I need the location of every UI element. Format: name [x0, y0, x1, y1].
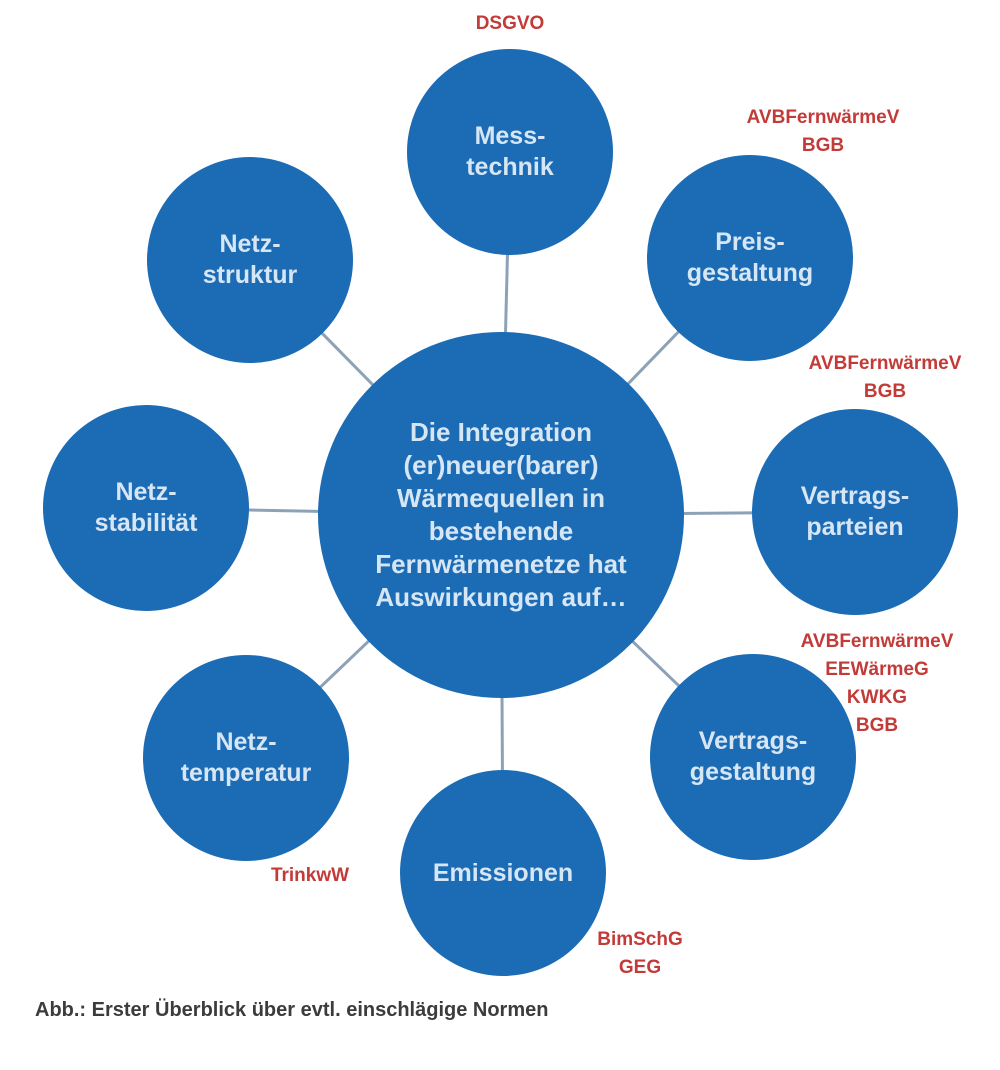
law-label-vertragsgestaltung: AVBFernwärmeV EEWärmeG KWKG BGB — [800, 631, 954, 736]
node-vertragsgestaltung: Vertrags- gestaltung — [650, 654, 856, 860]
law-label-trinkww: TrinkwW — [270, 865, 350, 886]
node-central-statement: Die Integration (er)neuer(barer) Wärmequ… — [318, 332, 684, 698]
law-label-preisgestaltung: AVBFernwärmeV BGB — [746, 107, 900, 156]
law-label-bimschg-geg: BimSchG GEG — [597, 929, 683, 978]
figure-caption: Abb.: Erster Überblick über evtl. einsch… — [35, 999, 549, 1021]
node-netztemperatur: Netz- temperatur — [143, 655, 349, 861]
node-vertragsparteien: Vertrags- parteien — [752, 409, 958, 615]
law-label-vertragsparteien: AVBFernwärmeV BGB — [808, 353, 962, 402]
node-netzstabilitaet: Netz- stabilität — [43, 405, 249, 611]
node-emissionen: Emissionen — [400, 770, 606, 976]
node-messtechnik: Mess- technik — [407, 49, 613, 255]
node-preisgestaltung: Preis- gestaltung — [647, 155, 853, 361]
node-netzstruktur: Netz- struktur — [147, 157, 353, 363]
law-label-dsgvo: DSGVO — [475, 13, 545, 34]
